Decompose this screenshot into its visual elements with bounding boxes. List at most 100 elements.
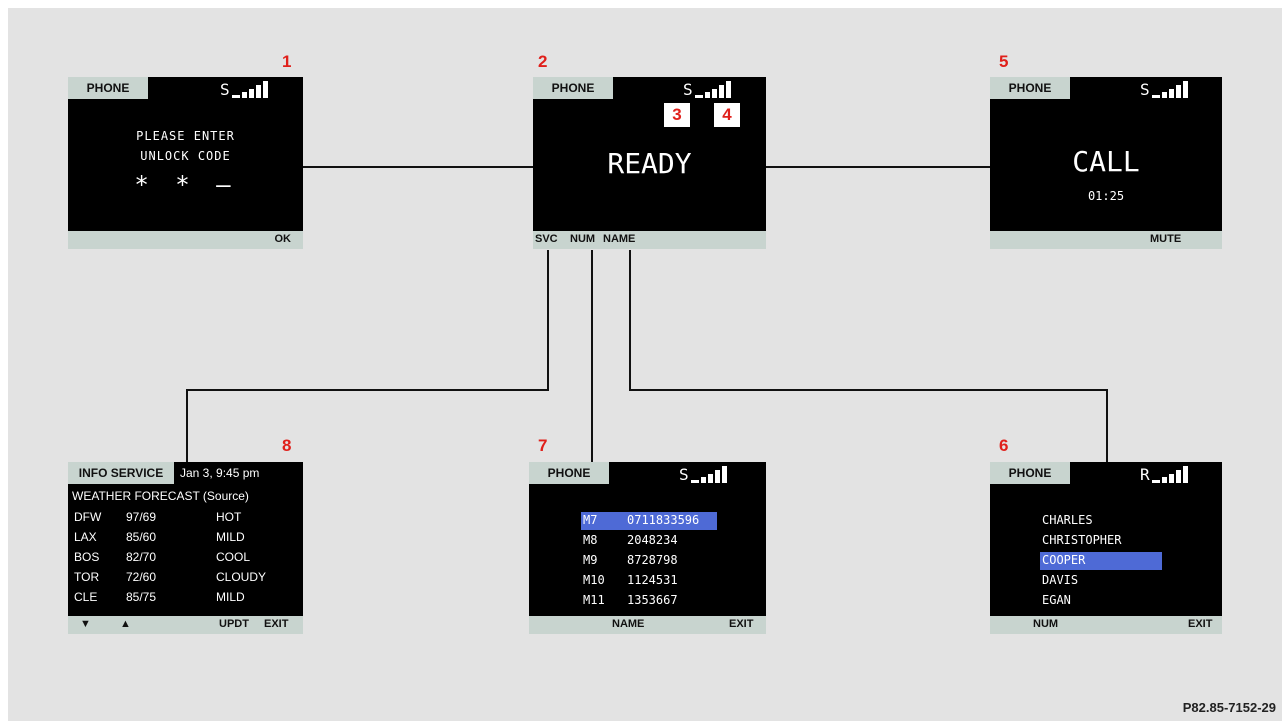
signal-bars-icon: [690, 466, 727, 483]
signal-letter: R: [1140, 465, 1150, 484]
selection-highlight: [581, 512, 717, 530]
memory-slot: M9: [583, 553, 598, 567]
phone-number: 1124531: [627, 573, 678, 587]
signal-letter: S: [679, 465, 689, 484]
signal-letter: S: [220, 80, 230, 99]
call-text: CALL: [1072, 145, 1140, 178]
memory-entry[interactable]: M9 8728798: [529, 551, 766, 571]
callout-8: 8: [282, 436, 292, 455]
phone-number: 8728798: [627, 553, 678, 567]
temperature: 72/60: [126, 570, 157, 584]
exit-softkey[interactable]: EXIT: [264, 618, 289, 630]
connector-name-6: [629, 250, 1108, 462]
down-softkey[interactable]: ▼: [80, 618, 91, 630]
city-code: BOS: [74, 550, 100, 564]
ok-softkey[interactable]: OK: [274, 233, 292, 245]
signal-bars-icon: [1151, 81, 1188, 98]
name-softkey[interactable]: NAME: [603, 233, 636, 245]
memory-entry[interactable]: M11 1353667: [529, 591, 766, 611]
memory-entry[interactable]: M10 1124531: [529, 571, 766, 591]
prompt-line-1: PLEASE ENTER: [136, 129, 235, 143]
callout-3: 3: [664, 103, 690, 127]
city-code: CLE: [74, 590, 98, 604]
phone-number: 1353667: [627, 593, 678, 607]
condition: HOT: [216, 510, 242, 524]
update-softkey[interactable]: UPDT: [219, 618, 249, 630]
temperature: 85/60: [126, 530, 157, 544]
phone-number: 0711833596: [627, 513, 700, 527]
signal-letter: S: [683, 80, 693, 99]
signal-letter: S: [1140, 80, 1150, 99]
num-softkey[interactable]: NUM: [1033, 618, 1059, 630]
screen-ready: PHONE S 3 4 READY SVC NUM NAME: [533, 77, 766, 249]
svc-softkey[interactable]: SVC: [535, 233, 558, 245]
contact-name: COOPER: [1042, 553, 1086, 567]
memory-entry[interactable]: M7 0711833596: [529, 511, 766, 531]
name-list: CHARLES CHRISTOPHER COOPER DAVIS EGAN: [990, 511, 1222, 611]
temperature: 97/69: [126, 510, 157, 524]
signal-indicator: S: [679, 465, 727, 483]
phone-tab: PHONE: [529, 462, 609, 484]
softkey-bar: OK: [68, 231, 303, 249]
city-code: LAX: [74, 530, 97, 544]
condition: MILD: [216, 590, 245, 604]
contact-name-row[interactable]: DAVIS: [990, 571, 1222, 591]
memory-slot: M8: [583, 533, 598, 547]
call-timer: 01:25: [1087, 189, 1125, 203]
callout-4: 4: [714, 103, 740, 127]
softkey-bar: ▼ ▲ UPDT EXIT: [68, 616, 303, 634]
memory-entry[interactable]: M8 2048234: [529, 531, 766, 551]
weather-row: LAX 85/60 MILD: [68, 528, 303, 548]
softkey-bar: SVC NUM NAME: [533, 231, 766, 249]
signal-indicator: S: [1140, 80, 1188, 98]
exit-softkey[interactable]: EXIT: [1188, 618, 1213, 630]
softkey-bar: NUM EXIT: [990, 616, 1222, 634]
memory-slot: M10: [583, 573, 605, 587]
phone-tab: PHONE: [68, 77, 148, 99]
contact-name-row[interactable]: CHRISTOPHER: [990, 531, 1222, 551]
up-softkey[interactable]: ▲: [120, 618, 131, 630]
screen-unlock: PHONE S PLEASE ENTER UNLOCK CODE * * – O…: [68, 77, 303, 249]
num-softkey[interactable]: NUM: [570, 233, 596, 245]
softkey-bar: NAME EXIT: [529, 616, 766, 634]
figure-id: P82.85-7152-29: [1182, 700, 1276, 715]
name-softkey[interactable]: NAME: [612, 618, 645, 630]
temperature: 85/75: [126, 590, 157, 604]
contact-name: CHARLES: [1042, 513, 1093, 527]
contact-name-row[interactable]: CHARLES: [990, 511, 1222, 531]
signal-bars-icon: [694, 81, 731, 98]
phone-tab: PHONE: [990, 77, 1070, 99]
condition: CLOUDY: [216, 570, 267, 584]
callout-1: 1: [282, 52, 292, 71]
forecast-title: WEATHER FORECAST (Source): [72, 489, 249, 503]
exit-softkey[interactable]: EXIT: [729, 618, 754, 630]
memory-slot: M7: [583, 513, 598, 527]
city-code: TOR: [74, 570, 100, 584]
contact-name-row[interactable]: EGAN: [990, 591, 1222, 611]
signal-indicator: R: [1140, 465, 1188, 483]
callout-7: 7: [538, 436, 548, 455]
signal-bars-icon: [231, 81, 268, 98]
prompt-line-2: UNLOCK CODE: [140, 149, 231, 163]
mute-softkey[interactable]: MUTE: [1150, 233, 1182, 245]
signal-bars-icon: [1151, 466, 1188, 483]
callout-5: 5: [999, 52, 1009, 71]
temperature: 82/70: [126, 550, 157, 564]
softkey-bar: MUTE: [990, 231, 1222, 249]
weather-row: CLE 85/75 MILD: [68, 588, 303, 608]
condition: MILD: [216, 530, 245, 544]
weather-row: DFW 97/69 HOT: [68, 508, 303, 528]
phone-number: 2048234: [627, 533, 678, 547]
memory-slot: M11: [583, 593, 605, 607]
contact-name-row[interactable]: COOPER: [990, 551, 1222, 571]
weather-row: TOR 72/60 CLOUDY: [68, 568, 303, 588]
contact-name: DAVIS: [1042, 573, 1079, 587]
contact-name: EGAN: [1042, 593, 1071, 607]
city-code: DFW: [74, 510, 102, 524]
signal-indicator: S: [683, 80, 731, 98]
